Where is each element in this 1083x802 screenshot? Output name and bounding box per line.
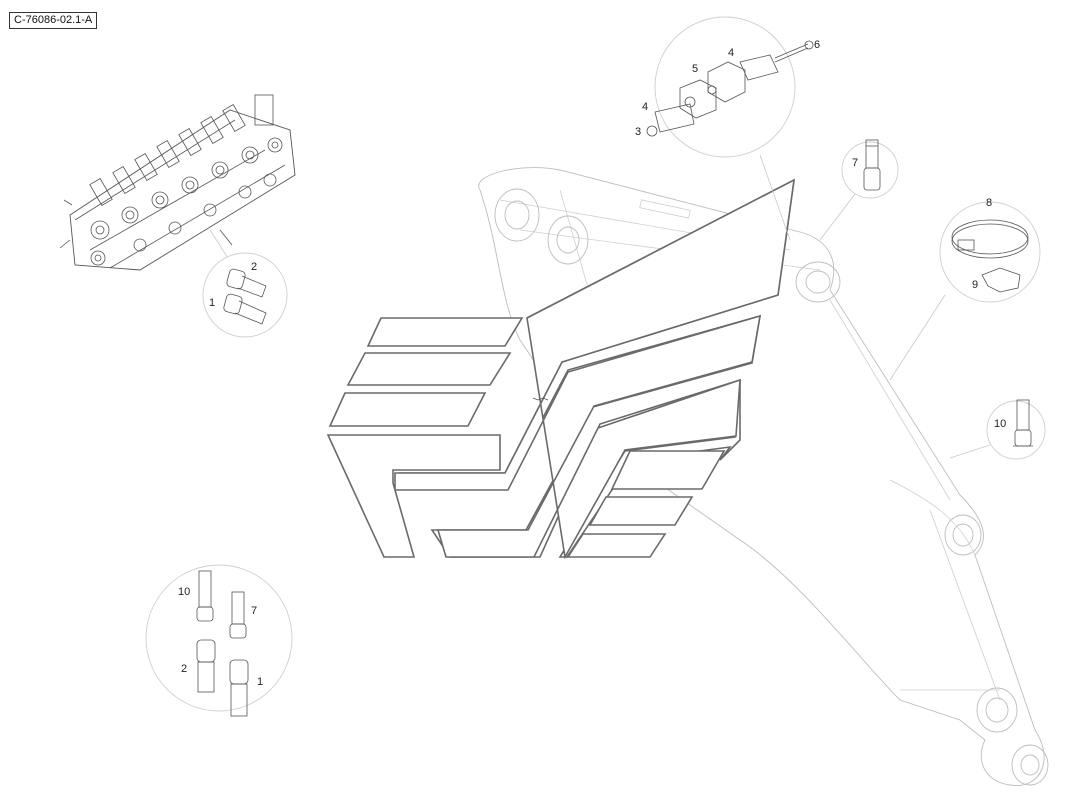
label-10: 10 — [994, 418, 1006, 430]
callout-clamp-group: 6 4 5 4 3 — [635, 16, 820, 241]
label-6: 6 — [814, 39, 820, 51]
label-4-upper: 4 — [728, 47, 734, 59]
control-valve-block — [59, 94, 296, 271]
label-7: 7 — [852, 157, 858, 169]
drawing-id-label: C-76086-02.1-A — [9, 12, 98, 29]
label-4-lower: 4 — [642, 101, 648, 113]
label-1: 1 — [209, 297, 215, 309]
label-10-set: 10 — [178, 586, 190, 598]
label-7-set: 7 — [251, 605, 257, 617]
callout-fitting-set: 10 7 2 1 — [145, 564, 293, 717]
label-2-set: 2 — [181, 663, 187, 675]
callout-fitting-7: 7 — [819, 139, 899, 241]
callout-hose-clamp: 8 9 — [889, 197, 1041, 381]
callout-valve-fittings: 2 1 — [202, 229, 288, 338]
label-9: 9 — [972, 279, 978, 291]
label-8: 8 — [986, 197, 992, 209]
brand-logo-watermark — [326, 178, 796, 560]
label-3: 3 — [635, 126, 641, 138]
callout-fitting-10: 10 — [949, 399, 1046, 460]
label-1-set: 1 — [257, 676, 263, 688]
label-5: 5 — [692, 63, 698, 75]
label-2: 2 — [251, 261, 257, 273]
